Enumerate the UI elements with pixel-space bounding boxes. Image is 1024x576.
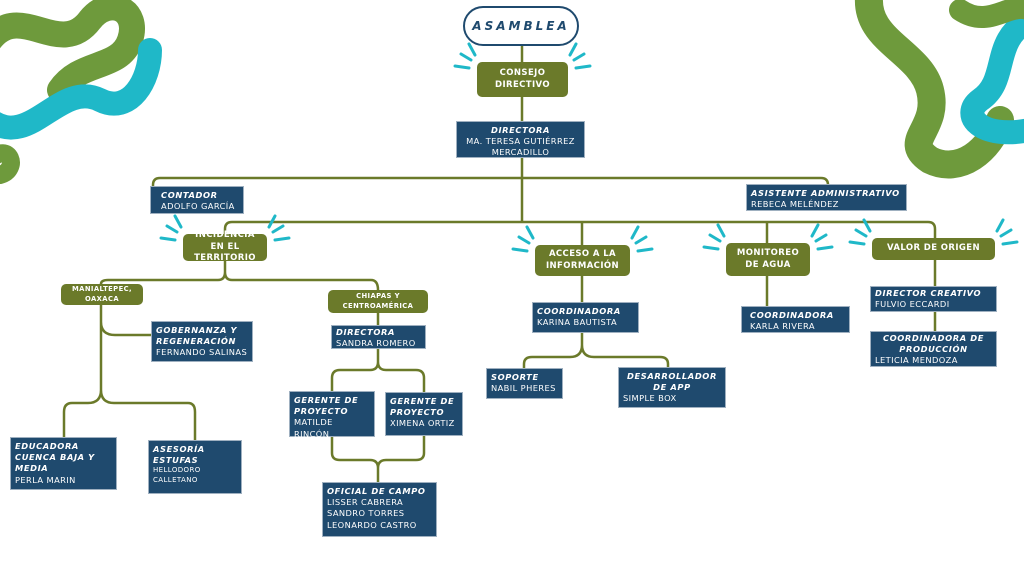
name: FULVIO ECCARDI xyxy=(875,299,950,310)
burst-stroke xyxy=(814,233,828,243)
burst-stroke xyxy=(708,233,722,243)
gobernanza-node[interactable]: GOBERNANZA Y REGENERACIÓN FERNANDO SALIN… xyxy=(151,321,253,362)
name: HELLODORO xyxy=(153,466,201,475)
burst-stroke xyxy=(165,224,179,234)
burst-stroke xyxy=(453,64,471,70)
coordinadora-karina-node[interactable]: COORDINADORA KARINA BAUTISTA xyxy=(532,302,639,333)
burst-stroke xyxy=(511,247,529,253)
role: DIRECTOR CREATIVO xyxy=(875,288,982,298)
role: GERENTE DE PROYECTO xyxy=(294,395,359,417)
name: LETICIA MENDOZA xyxy=(875,355,958,366)
role: DIRECTORA xyxy=(336,327,396,337)
desarrollador-node[interactable]: DESARROLLADOR DE APP SIMPLE BOX xyxy=(618,367,726,408)
name: FERNANDO SALINAS xyxy=(156,347,248,358)
role: DIRECTORA xyxy=(490,125,551,135)
burst-stroke xyxy=(1001,240,1019,246)
burst-stroke xyxy=(999,228,1013,238)
burst-stroke xyxy=(568,42,578,57)
role: COORDINADORA xyxy=(537,306,621,316)
area-incidencia[interactable]: INCIDENCIA EN EL TERRITORIO xyxy=(183,230,267,263)
burst-stroke xyxy=(848,240,866,246)
area-valor[interactable]: VALOR DE ORIGEN xyxy=(872,238,995,260)
role: SOPORTE xyxy=(491,372,539,382)
name: CALLETANO xyxy=(153,475,198,484)
name: ADOLFO GARCÍA xyxy=(161,201,235,212)
blob-top-right-green xyxy=(854,0,1014,179)
directora-chiapas-node[interactable]: DIRECTORA SANDRA ROMERO xyxy=(331,325,426,349)
burst-stroke xyxy=(273,236,291,242)
name: LISSER CABRERA xyxy=(327,497,404,508)
burst-stroke xyxy=(271,224,285,234)
blob-left-green xyxy=(0,144,20,184)
burst-stroke xyxy=(517,235,531,245)
blob-top-left-green xyxy=(0,0,145,103)
asamblea-node[interactable]: ASAMBLEA xyxy=(463,6,579,46)
name: LEONARDO CASTRO xyxy=(327,519,417,530)
role: COORDINADORA DE PRODUCCIÓN xyxy=(882,333,985,355)
burst-stroke xyxy=(574,64,592,70)
name: SANDRO TORRES xyxy=(327,508,405,519)
role: OFICIAL DE CAMPO xyxy=(327,486,426,496)
burst-stroke xyxy=(459,52,473,62)
role: EDUCADORA CUENCA BAJA Y MEDIA xyxy=(15,441,95,474)
burst-stroke xyxy=(816,245,834,251)
role: GERENTE DE PROYECTO xyxy=(390,396,455,418)
burst-stroke xyxy=(572,52,586,62)
name: REBECA MELÉNDEZ xyxy=(751,199,839,210)
name: KARINA BAUTISTA xyxy=(537,317,618,328)
burst-stroke xyxy=(630,225,640,240)
burst-stroke xyxy=(716,223,726,238)
gerente-ximena-node[interactable]: GERENTE DE PROYECTO XIMENA ORTIZ xyxy=(385,392,463,436)
area-monitoreo[interactable]: MONITOREO DE AGUA xyxy=(726,243,810,276)
burst-stroke xyxy=(159,236,177,242)
chiapas-node[interactable]: CHIAPAS Y CENTROAMÉRICA xyxy=(328,290,428,313)
role: ASISTENTE ADMINISTRATIVO xyxy=(751,188,900,198)
director-creativo-node[interactable]: DIRECTOR CREATIVO FULVIO ECCARDI xyxy=(870,286,997,312)
burst-stroke xyxy=(702,245,720,251)
role: COORDINADORA xyxy=(750,310,834,320)
name: NABIL PHERES xyxy=(491,383,556,394)
directora-node[interactable]: DIRECTORA MA. TERESA GUTIÉRREZ MERCADILL… xyxy=(456,121,585,158)
oficial-campo-node[interactable]: OFICIAL DE CAMPO LISSER CABRERA SANDRO T… xyxy=(322,482,437,537)
burst-stroke xyxy=(854,228,868,238)
name: MATILDE RINCÓN xyxy=(294,417,333,439)
contador-node[interactable]: CONTADOR ADOLFO GARCÍA xyxy=(150,186,244,214)
area-acceso[interactable]: ACCESO A LA INFORMACIÓN xyxy=(535,245,630,276)
coordinadora-produccion-node[interactable]: COORDINADORA DE PRODUCCIÓN LETICIA MENDO… xyxy=(870,331,997,367)
role: DESARROLLADOR DE APP xyxy=(627,371,717,393)
burst-stroke xyxy=(862,218,872,233)
burst-stroke xyxy=(173,214,183,229)
burst-stroke xyxy=(995,218,1005,233)
blob-top-right-teal xyxy=(960,9,1024,145)
name: XIMENA ORTIZ xyxy=(390,418,455,429)
role: GOBERNANZA Y REGENERACIÓN xyxy=(156,325,238,347)
blob-top-left-teal xyxy=(0,38,162,140)
coordinadora-karla-node[interactable]: COORDINADORA KARLA RIVERA xyxy=(741,306,850,333)
asesoria-node[interactable]: ASESORÍA ESTUFAS HELLODORO CALLETANO xyxy=(148,440,242,494)
role: ASESORÍA ESTUFAS xyxy=(153,444,205,466)
name: MA. TERESA GUTIÉRREZ xyxy=(466,136,575,147)
asistente-node[interactable]: ASISTENTE ADMINISTRATIVO REBECA MELÉNDEZ xyxy=(746,184,907,211)
name: PERLA MARIN xyxy=(15,474,76,485)
burst-stroke xyxy=(810,223,820,238)
name: SIMPLE BOX xyxy=(623,393,677,404)
name: KARLA RIVERA xyxy=(750,321,815,332)
gerente-matilde-node[interactable]: GERENTE DE PROYECTO MATILDE RINCÓN xyxy=(289,391,375,439)
burst-stroke xyxy=(636,247,654,253)
manialtepec-node[interactable]: MANIALTEPEC, OAXACA xyxy=(61,284,143,305)
burst-stroke xyxy=(267,214,277,229)
soporte-node[interactable]: SOPORTE NABIL PHERES xyxy=(486,368,563,399)
name: MERCADILLO xyxy=(491,147,550,158)
burst-stroke xyxy=(634,235,648,245)
consejo-directivo-node[interactable]: CONSEJO DIRECTIVO xyxy=(477,62,568,97)
educadora-node[interactable]: EDUCADORA CUENCA BAJA Y MEDIA PERLA MARI… xyxy=(10,437,117,490)
burst-stroke xyxy=(467,42,477,57)
burst-decorations xyxy=(159,42,1019,253)
role: CONTADOR xyxy=(161,190,218,200)
burst-stroke xyxy=(525,225,535,240)
name: SANDRA ROMERO xyxy=(336,338,416,349)
